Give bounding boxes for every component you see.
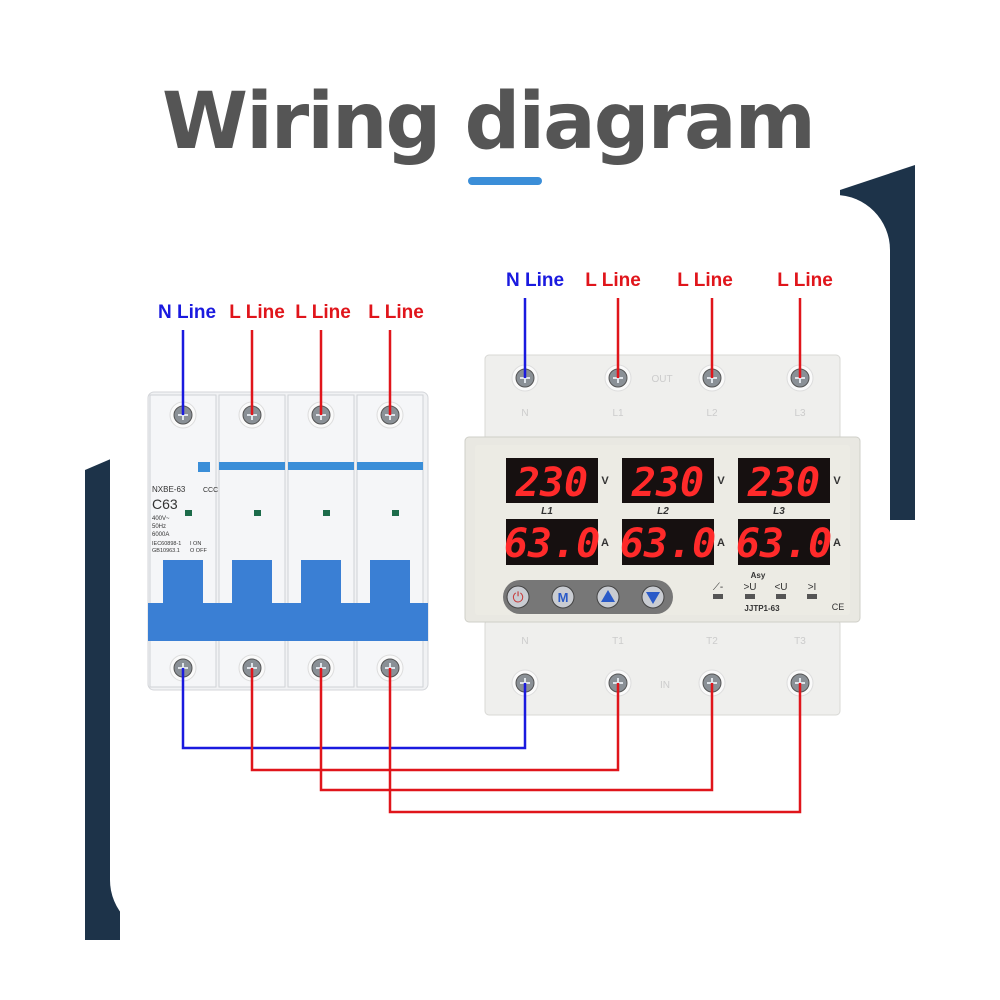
- voltage-reading: 230: [631, 460, 704, 506]
- indicator-led: [807, 594, 817, 599]
- pole-stripe: [219, 462, 285, 470]
- line-output-wire: [388, 668, 802, 814]
- voltage-unit: V: [833, 475, 841, 487]
- voltage-unit: V: [601, 475, 609, 487]
- indicator-led: [745, 594, 755, 599]
- current-display: [506, 519, 598, 565]
- status-window: [185, 510, 192, 516]
- status-window: [254, 510, 261, 516]
- pole-stripe: [288, 462, 354, 470]
- protector-line-label: N Line: [506, 270, 564, 291]
- spec-voltage: 400V~: [152, 516, 170, 522]
- current-unit: A: [601, 537, 609, 549]
- breaker-line-label: L Line: [295, 302, 351, 323]
- pole-stripe: [357, 462, 423, 470]
- breaker-line-label: L Line: [368, 302, 424, 323]
- current-reading: 63.0: [620, 521, 716, 567]
- breaker-handle-bar[interactable]: [148, 603, 428, 641]
- standard-gb: GB10963.1: [152, 548, 180, 554]
- protector-line-label: L Line: [585, 270, 641, 291]
- voltage-display: [738, 458, 830, 503]
- in-label: IN: [660, 680, 670, 691]
- bottom-terminal-label: T1: [612, 636, 624, 647]
- top-terminal-label: N: [521, 408, 528, 419]
- mode-button[interactable]: [551, 585, 575, 609]
- breaker-line-label: L Line: [229, 302, 285, 323]
- current-display: [622, 519, 714, 565]
- breaker-toggle[interactable]: [232, 560, 272, 610]
- pole-stripe: [198, 462, 210, 472]
- breaker-pole: [218, 394, 286, 688]
- breaker-toggle[interactable]: [163, 560, 203, 610]
- voltage-display: [506, 458, 598, 503]
- triangle-down-icon: [646, 592, 660, 604]
- phase-label: L1: [541, 506, 553, 517]
- breaker-pole: [287, 394, 355, 688]
- top-terminal-label: L1: [612, 408, 624, 419]
- off-label: O OFF: [190, 548, 207, 554]
- breaker-model: NXBE-63: [152, 485, 186, 494]
- bottom-terminal-label: T3: [794, 636, 806, 647]
- status-window: [392, 510, 399, 516]
- breaker-toggle[interactable]: [370, 560, 410, 610]
- protector-model: JJTP1-63: [744, 604, 780, 613]
- status-window: [323, 510, 330, 516]
- breaker-pole: [356, 394, 424, 688]
- spec-breaking-capacity: 6000A: [152, 532, 169, 538]
- ccc-mark: CCC: [203, 487, 218, 494]
- breaker-toggle[interactable]: [301, 560, 341, 610]
- standard-iec: IEC60898-1: [152, 541, 181, 547]
- page-title: Wiring diagram: [162, 77, 814, 167]
- button-panel: [503, 580, 673, 614]
- current-unit: A: [833, 537, 841, 549]
- out-label: OUT: [651, 374, 672, 385]
- top-terminal-label: L2: [706, 408, 718, 419]
- triangle-up-icon: [601, 590, 615, 602]
- indicator-label: >U: [743, 582, 756, 593]
- protector-line-label: L Line: [777, 270, 833, 291]
- current-reading: 63.0: [736, 521, 832, 567]
- current-display: [738, 519, 830, 565]
- line-output-wire: [319, 668, 714, 792]
- indicator-label: >I: [808, 582, 817, 593]
- on-label: I ON: [190, 541, 201, 547]
- power-button[interactable]: [506, 585, 530, 609]
- line-output-wire: [250, 668, 620, 772]
- breaker-rating: C63: [152, 496, 178, 512]
- indicator-label: ⟋-: [713, 582, 723, 593]
- neutral-output-wire: [181, 668, 527, 750]
- current-reading: 63.0: [504, 521, 600, 567]
- title-underline: [468, 177, 542, 185]
- bottom-terminal-label: N: [521, 636, 528, 647]
- current-unit: A: [717, 537, 725, 549]
- circuit-breaker: NXBE-63 C63 CCC 400V~ 50Hz 6000A IEC6089…: [147, 391, 429, 691]
- asy-label: Asy: [751, 571, 766, 580]
- phase-label: L3: [773, 506, 785, 517]
- mode-button-label: M: [558, 590, 569, 605]
- phase-label: L2: [657, 506, 669, 517]
- bottom-terminal-label: T2: [706, 636, 718, 647]
- breaker-line-label: N Line: [158, 302, 216, 323]
- voltage-reading: 230: [515, 460, 588, 506]
- voltage-display: [622, 458, 714, 503]
- power-icon: ⏻: [512, 589, 523, 605]
- spec-frequency: 50Hz: [152, 524, 166, 530]
- ce-mark: CE: [832, 602, 845, 612]
- protector-line-label: L Line: [677, 270, 733, 291]
- indicator-led: [713, 594, 723, 599]
- voltage-reading: 230: [747, 460, 820, 506]
- top-terminal-label: L3: [794, 408, 806, 419]
- indicator-label: <U: [774, 582, 787, 593]
- indicator-led: [776, 594, 786, 599]
- voltage-unit: V: [717, 475, 725, 487]
